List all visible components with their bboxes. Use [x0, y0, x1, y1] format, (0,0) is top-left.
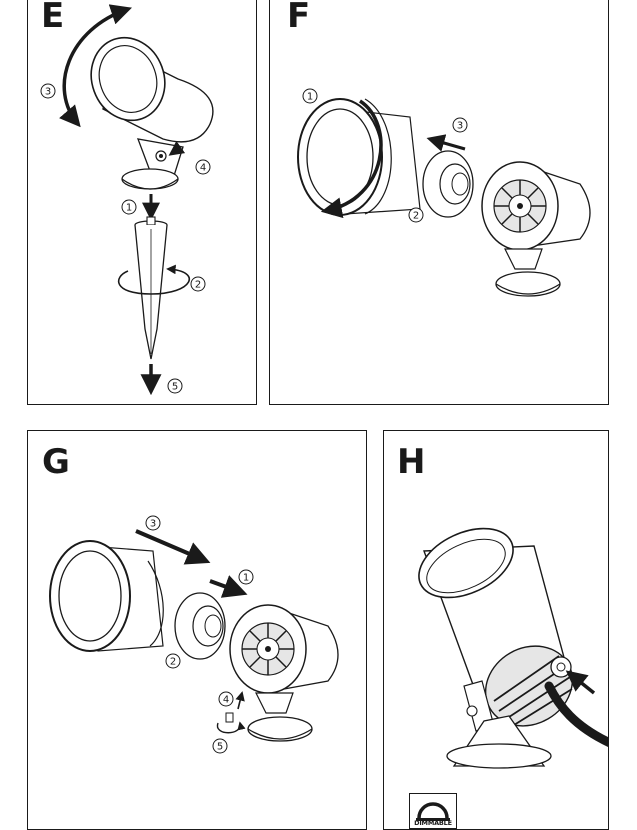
- step-label-f-1: 1: [302, 88, 318, 104]
- housing-g: [229, 604, 339, 742]
- svg-text:3: 3: [150, 519, 156, 530]
- svg-text:2: 2: [170, 657, 176, 668]
- step-label-g-1: 1: [238, 569, 254, 585]
- cable-arrow-h: [565, 670, 596, 695]
- panel-f: F: [269, 0, 609, 405]
- svg-text:3: 3: [457, 121, 463, 132]
- rotate-arrow-e: [59, 4, 132, 128]
- unscrew-arrow-f: [320, 99, 383, 219]
- panel-letter-h: H: [397, 442, 426, 482]
- insert-arrow-g-short: [209, 575, 248, 598]
- step-label-e-1: 1: [121, 199, 137, 215]
- svg-text:2: 2: [413, 211, 419, 222]
- twist-arrow-e: [118, 264, 190, 295]
- step-label-g-5: 5: [212, 738, 228, 754]
- diagram-f: 1 3 2: [297, 88, 591, 297]
- svg-text:2: 2: [195, 280, 201, 291]
- svg-text:1: 1: [243, 573, 249, 584]
- panel-h: H: [383, 430, 609, 830]
- ground-spike-e: [134, 216, 168, 360]
- svg-text:4: 4: [200, 163, 206, 174]
- panel-letter-e: E: [41, 0, 65, 36]
- diagram-e: 3 4 1 2 5: [40, 4, 214, 396]
- insert-arrow-g-long: [135, 529, 211, 565]
- panel-letter-g: G: [42, 442, 70, 482]
- front-cover-f: [297, 98, 421, 216]
- svg-text:4: 4: [223, 695, 229, 706]
- svg-text:3: 3: [45, 87, 51, 98]
- diagram-h: [418, 527, 608, 769]
- twist-arrow-g: [216, 721, 246, 734]
- step-label-g-3: 3: [145, 515, 161, 531]
- svg-text:5: 5: [217, 742, 223, 753]
- step-label-g-4: 4: [218, 691, 234, 707]
- step-label-e-4: 4: [195, 159, 211, 175]
- screw-g: [225, 712, 234, 723]
- spotlight-head-e: [90, 36, 214, 143]
- panel-g: G: [27, 430, 367, 830]
- lens-f: [422, 150, 474, 218]
- housing-f: [481, 161, 591, 297]
- dimmable-badge: DIMMABLE: [409, 793, 457, 829]
- dimmer-icon: [416, 802, 450, 821]
- cable-h: [544, 681, 608, 748]
- panel-e: E: [27, 0, 257, 405]
- heat-sink-h: [484, 645, 574, 727]
- diagram-g: 3 1 2 4 5: [49, 515, 339, 754]
- svg-text:1: 1: [307, 92, 313, 103]
- step-label-g-2: 2: [165, 653, 181, 669]
- step-label-e-5: 5: [167, 378, 183, 394]
- lens-g: [174, 592, 226, 660]
- svg-text:1: 1: [126, 203, 132, 214]
- panel-letter-f: F: [287, 0, 311, 36]
- front-cover-g: [49, 540, 164, 652]
- step-label-e-2: 2: [190, 276, 206, 292]
- dimmable-label: DIMMABLE: [414, 819, 452, 827]
- step-label-e-3: 3: [40, 83, 56, 99]
- remove-lens-arrow-f: [426, 134, 466, 152]
- step-label-f-3: 3: [452, 117, 468, 133]
- screw-arrow-e: [168, 140, 186, 156]
- step-label-f-2: 2: [408, 207, 424, 223]
- bracket-h: [446, 680, 552, 769]
- svg-text:5: 5: [172, 382, 178, 393]
- screw-arrow-g: [235, 691, 245, 710]
- bracket-e: [121, 138, 184, 190]
